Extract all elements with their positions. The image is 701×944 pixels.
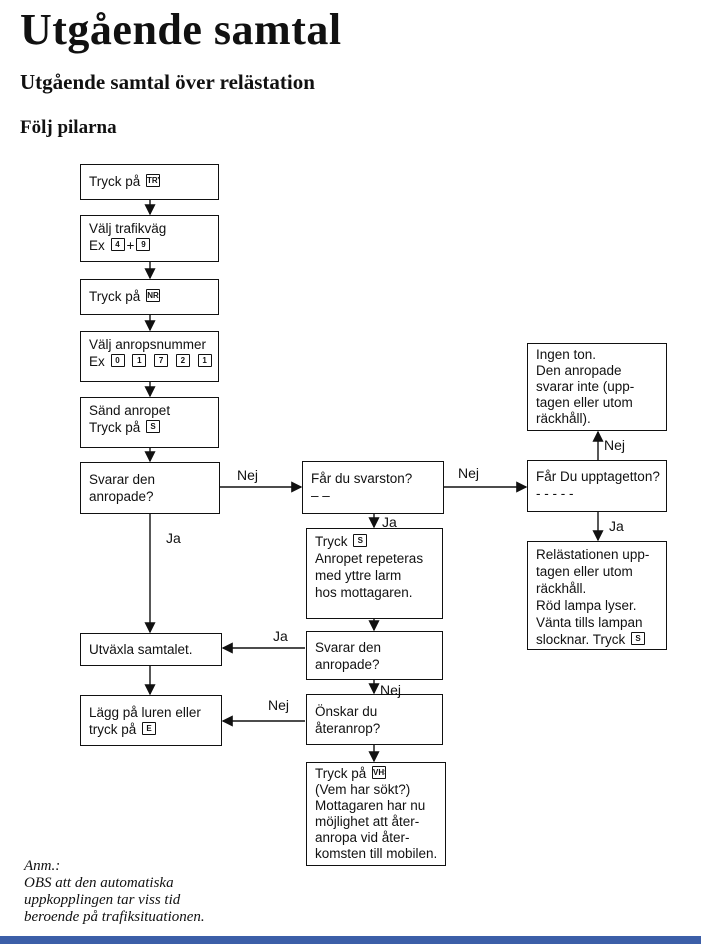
label-no-5: Nej: [268, 697, 290, 713]
label-no-3: Nej: [604, 437, 626, 453]
key-1-icon: 1: [132, 354, 147, 367]
decision-callback: Önskar du återanrop?: [306, 694, 443, 745]
key-4-icon: 4: [110, 238, 125, 251]
key-2-icon: 2: [175, 354, 190, 367]
page-title: Utgående samtal: [20, 5, 342, 54]
section-heading: Följ pilarna: [20, 117, 117, 138]
step-choose-number: Välj anropsnummer Ex 0 1 7 2 1: [80, 331, 219, 382]
step-hang-up: Lägg på luren eller tryck på E: [80, 695, 222, 746]
step-press-nr: Tryck på NR: [80, 279, 219, 315]
send-key-icon: S: [146, 420, 161, 433]
decision-busy-tone: Får Du upptagetton? - - - - -: [527, 460, 667, 512]
send-key-icon: S: [353, 534, 368, 547]
nr-key-icon: NR: [146, 289, 161, 302]
decision-answers-2: Svarar den anropade?: [306, 631, 443, 680]
step-repeat-call: Tryck S Anropet repeteras med yttre larm…: [306, 528, 443, 619]
key-1-icon: 1: [197, 354, 212, 367]
step-relay-busy: Relästationen upp- tagen eller utom räck…: [527, 541, 667, 650]
label-yes-4: Ja: [273, 628, 288, 644]
label-yes-1: Ja: [166, 530, 181, 546]
label-no-1: Nej: [237, 467, 259, 483]
step-press-try: Tryck på TRY: [80, 164, 219, 200]
step-no-tone: Ingen ton. Den anropade svarar inte (upp…: [527, 343, 667, 431]
send-key-icon: S: [631, 632, 646, 645]
decision-answer-tone: Får du svarston? – –: [302, 461, 444, 514]
vhs-key-icon: VHS: [372, 766, 387, 779]
key-9-icon: 9: [136, 238, 151, 251]
label-no-2: Nej: [458, 465, 480, 481]
step-choose-route: Välj trafikväg Ex 4+9: [80, 215, 219, 262]
key-7-icon: 7: [154, 354, 169, 367]
footnote: Anm.: OBS att den automatiska uppkopplin…: [24, 858, 205, 925]
label-yes-2: Ja: [382, 514, 397, 530]
try-key-icon: TRY: [146, 174, 161, 187]
step-press-vhs: Tryck på VHS (Vem har sökt?) Mottagaren …: [306, 762, 446, 866]
label-no-4: Nej: [380, 682, 402, 698]
page-subtitle: Utgående samtal över relästation: [20, 70, 315, 94]
bottom-bar: [0, 936, 701, 944]
key-0-icon: 0: [110, 354, 125, 367]
step-exchange-call: Utväxla samtalet.: [80, 633, 222, 666]
end-key-icon: E: [142, 722, 157, 735]
step-send-call: Sänd anropet Tryck på S: [80, 397, 219, 448]
decision-answers: Svarar den anropade?: [80, 462, 220, 514]
label-yes-3: Ja: [609, 518, 624, 534]
